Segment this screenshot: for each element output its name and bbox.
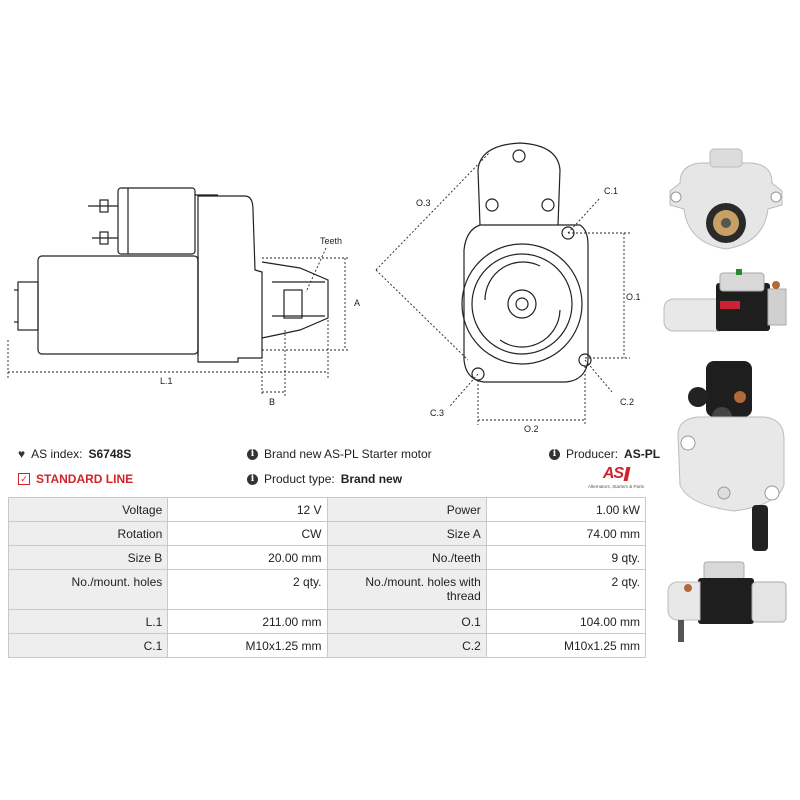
spec-value: 2 qty. [167,569,328,610]
spec-label: Rotation [7,521,169,546]
producer-value: AS-PL [624,447,661,461]
label-c2: C.2 [620,397,634,407]
brand-row: i Brand new AS-PL Starter motor [247,447,432,461]
heart-icon[interactable]: ♥ [18,447,26,461]
label-c1: C.1 [604,186,618,196]
as-index-value: S6748S [88,447,132,461]
front-view-drawing: O.3 C.1 O.1 C.3 C.2 O.2 [375,142,641,434]
label-l1: L.1 [160,376,173,386]
product-photo-rear [677,361,785,551]
standard-line-row: ✓ STANDARD LINE [18,472,133,486]
solenoid-body [117,187,196,255]
spec-label: Size A [326,521,487,546]
label-teeth: Teeth [320,236,342,246]
spec-label: No./mount. holes [7,569,169,610]
spec-label: O.1 [326,609,487,634]
logo-tagline: Alternators, Starters & Parts [587,484,645,489]
product-photo-side-2 [667,561,787,642]
brand-text: Brand new AS-PL Starter motor [264,447,432,461]
table-row: Rotation CW Size A 74.00 mm [7,521,647,546]
as-pl-logo: AS Alternators, Starters & Parts [585,465,647,493]
label-o3: O.3 [416,198,431,208]
info-icon: i [247,473,258,485]
spec-value: 2 qty. [485,569,647,610]
as-index-label: AS index: [31,447,83,461]
side-view-drawing: Teeth A B L.1 [7,187,360,407]
label-o2: O.2 [524,424,539,434]
spec-value: 9 qty. [485,545,647,570]
spec-value: 74.00 mm [485,521,647,546]
pinion-gear [283,289,303,319]
spec-label: No./mount. holes with thread [326,569,487,610]
label-b: B [269,397,275,407]
standard-line-label: STANDARD LINE [36,472,134,486]
spec-value: 104.00 mm [485,609,647,634]
spec-label: No./teeth [326,545,487,570]
producer-label: Producer: [566,447,619,461]
product-type-value: Brand new [340,472,403,486]
spec-label: C.2 [326,633,487,658]
table-row: C.1 M10x1.25 mm C.2 M10x1.25 mm [7,633,647,658]
as-index-row: ♥ AS index: S6748S [18,447,131,461]
spec-value: M10x1.25 mm [167,633,328,658]
drive-housing [197,195,263,363]
spec-label: Power [326,497,487,522]
producer-row: i Producer: AS-PL [549,447,660,461]
table-row: Size B 20.00 mm No./teeth 9 qty. [7,545,647,570]
table-row: No./mount. holes 2 qty. No./mount. holes… [7,569,647,610]
spec-value: M10x1.25 mm [485,633,647,658]
logo-text: AS [602,465,624,482]
product-type-row: i Product type: Brand new [247,472,402,486]
flange [463,224,589,383]
product-type-label: Product type: [264,472,335,486]
info-icon: i [247,448,258,460]
spec-table: Voltage 12 V Power 1.00 kW Rotation CW S… [7,497,647,658]
label-o1: O.1 [626,292,641,302]
spec-value: 12 V [167,497,328,522]
table-row: L.1 211.00 mm O.1 104.00 mm [7,609,647,634]
label-c3: C.3 [430,408,444,418]
spec-label: C.1 [7,633,169,658]
label-a: A [354,298,360,308]
spec-value: 1.00 kW [485,497,647,522]
info-icon: i [549,448,560,460]
spec-label: Voltage [7,497,169,522]
spec-value: 211.00 mm [167,609,328,634]
motor-body [37,255,199,355]
spec-label: L.1 [7,609,169,634]
product-photo-side [663,269,787,332]
spec-value: 20.00 mm [167,545,328,570]
table-row: Voltage 12 V Power 1.00 kW [7,497,647,522]
checkbox-icon: ✓ [18,473,30,485]
product-photo-front [669,148,783,250]
spec-label: Size B [7,545,169,570]
spec-value: CW [167,521,328,546]
